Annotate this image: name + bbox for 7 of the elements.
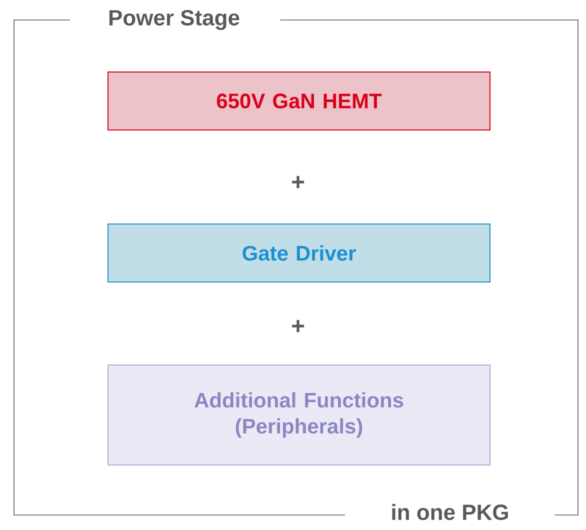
plus-sign: +	[292, 320, 304, 332]
component-box: Gate Driver	[108, 224, 490, 282]
plus-sign: +	[292, 176, 304, 188]
component-box: 650V GaN HEMT	[108, 72, 490, 130]
component-box: Additional Functions (Peripherals)	[108, 364, 490, 466]
frame-title: Power Stage	[109, 10, 240, 30]
frame-footer: in one PKG	[392, 504, 508, 520]
